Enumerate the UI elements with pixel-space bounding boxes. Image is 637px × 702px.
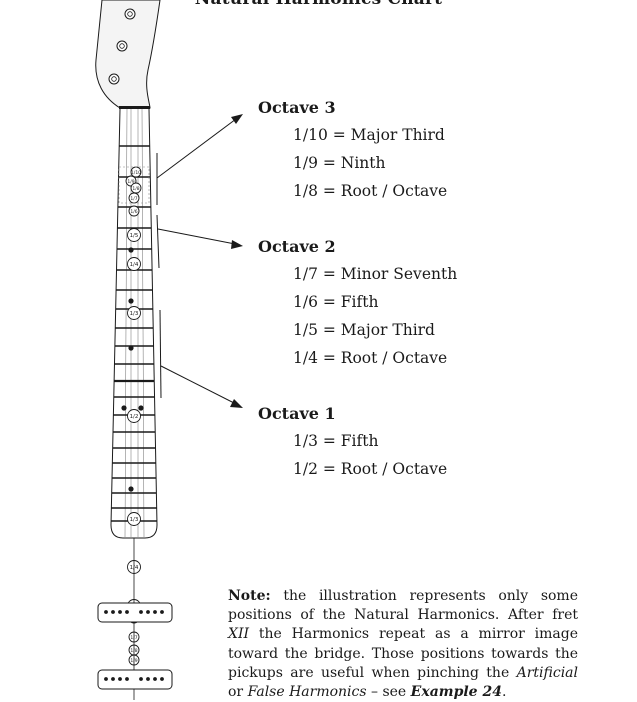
inlay-dot xyxy=(128,345,134,351)
ratio-label: 1/8 = Root / Octave xyxy=(293,182,448,200)
pole-piece xyxy=(104,610,108,614)
pickup-rear xyxy=(97,669,173,690)
harmonic-marker-label: 1/3 xyxy=(130,311,139,317)
tuning-pegs xyxy=(108,8,136,85)
harmonic-marker-label: 1/4 xyxy=(130,262,139,268)
pole-piece xyxy=(153,677,157,681)
note-paragraph: Note: the illustration represents only s… xyxy=(228,588,578,701)
tuning-peg xyxy=(119,43,125,49)
ratio-label: 1/2 = Root / Octave xyxy=(293,460,448,478)
harmonic-marker-label: 1/9 xyxy=(127,179,134,185)
example-reference: Example 24 xyxy=(410,684,502,701)
nut xyxy=(119,106,150,109)
harmonic-marker: 1/3 xyxy=(127,512,141,526)
tuning-peg xyxy=(116,40,128,52)
octave-3-heading: Octave 3 xyxy=(258,98,336,117)
pole-piece xyxy=(139,610,143,614)
inlay-dot xyxy=(128,247,134,253)
octave-1-arrow xyxy=(160,365,243,408)
harmonic-marker: 1/2 xyxy=(127,409,141,423)
term-false-harmonics: False Harmonics xyxy=(247,684,367,701)
pole-piece xyxy=(104,677,108,681)
octave-3-arrow xyxy=(156,114,243,179)
harmonic-marker-label: 1/5 xyxy=(130,233,139,239)
octave-3-cluster-box xyxy=(118,166,150,204)
harmonic-marker: 1/4 xyxy=(127,257,141,271)
harmonic-marker: 1/8 xyxy=(130,182,142,194)
harmonic-marker-label: 1/10 xyxy=(131,170,141,176)
harmonic-marker: 1/3 xyxy=(127,306,141,320)
harmonic-marker-label: 1/8 xyxy=(132,186,139,192)
fret-number: XII xyxy=(228,626,250,643)
inlay-dot xyxy=(121,405,127,411)
chart-title: Natural Harmonics Chart xyxy=(0,0,637,9)
inlay-dot xyxy=(138,405,144,411)
octave-2-arrow xyxy=(157,228,243,249)
octave-1-heading: Octave 1 xyxy=(258,404,336,423)
pole-piece xyxy=(153,610,157,614)
ratio-label: 1/7 = Minor Seventh xyxy=(293,265,458,283)
harmonic-marker: 1/5 xyxy=(127,228,141,242)
octave-2-heading: Octave 2 xyxy=(258,237,336,256)
octave-2-bracket xyxy=(156,214,160,269)
ratio-label: 1/6 = Fifth xyxy=(293,293,379,311)
ratio-label: 1/5 = Major Third xyxy=(293,321,435,339)
note-label: Note: xyxy=(228,588,271,604)
pole-piece xyxy=(146,610,150,614)
pole-piece xyxy=(160,677,164,681)
octave-1-bracket xyxy=(159,309,162,399)
pole-piece xyxy=(118,677,122,681)
tuning-peg xyxy=(124,8,136,20)
ratio-label: 1/4 = Root / Octave xyxy=(293,349,448,367)
ratio-label: 1/3 = Fifth xyxy=(293,432,379,450)
tuning-peg xyxy=(127,11,133,17)
term-artificial: Artificial xyxy=(516,664,578,681)
inlay-dot xyxy=(128,298,134,304)
pole-piece xyxy=(146,677,150,681)
harmonic-marker-label: 1/2 xyxy=(130,414,139,420)
pole-piece xyxy=(125,677,129,681)
pole-piece xyxy=(160,610,164,614)
pole-piece xyxy=(125,610,129,614)
tuning-peg xyxy=(108,73,120,85)
pole-piece xyxy=(111,610,115,614)
harmonic-marker-label: 1/6 xyxy=(130,209,137,215)
pickup-pole-pieces xyxy=(104,610,164,681)
pickup-front xyxy=(97,602,173,623)
pole-piece xyxy=(118,610,122,614)
ratio-label: 1/9 = Ninth xyxy=(293,154,386,172)
harmonic-marker: 1/10 xyxy=(130,166,142,178)
harmonic-marker: 1/7 xyxy=(128,192,140,204)
harmonic-marker: 1/6 xyxy=(128,205,140,217)
ratio-label: 1/10 = Major Third xyxy=(293,126,445,144)
frets xyxy=(111,145,157,522)
pole-piece xyxy=(111,677,115,681)
tuning-peg xyxy=(111,76,117,82)
inlay-dot xyxy=(128,486,134,492)
harmonic-marker-label: 1/3 xyxy=(130,517,139,523)
harmonic-marker-label: 1/7 xyxy=(130,196,137,202)
pole-piece xyxy=(139,677,143,681)
